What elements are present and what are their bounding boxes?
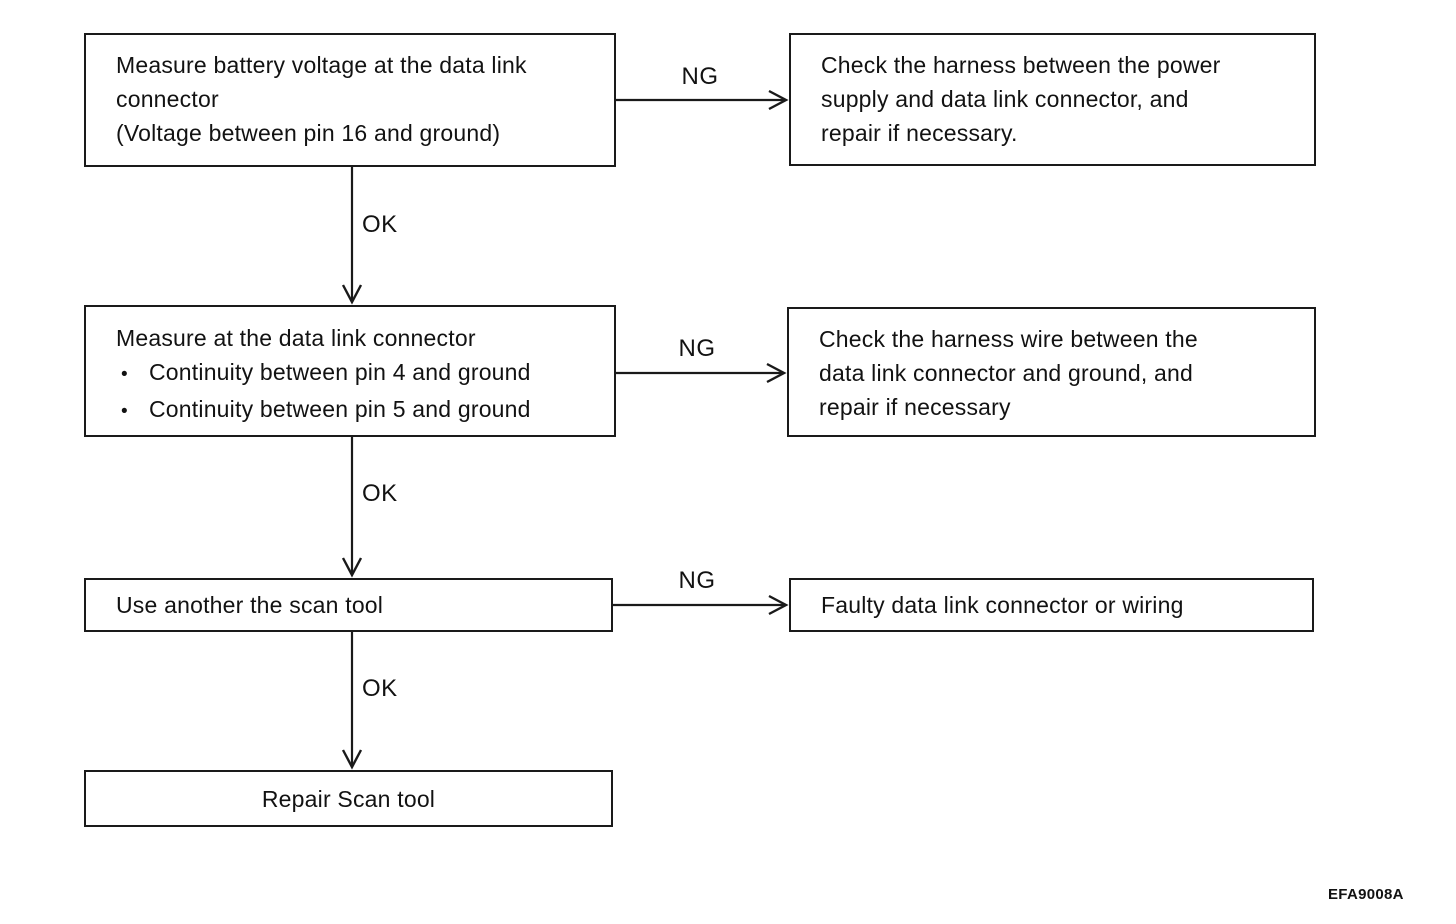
bullet-icon: • [121,364,128,385]
step-text-line: Repair Scan tool [261,785,436,812]
step-text-line: (Voltage between pin 16 and ground) [116,120,501,146]
result-text-line: Check the harness between the power [821,52,1221,78]
flow-step-repair-scan-tool: Repair Scan tool [84,770,613,827]
bullet-item: • Continuity between pin 4 and ground [116,355,596,392]
result-text-line: repair if necessary. [821,120,1018,146]
result-text-line: Check the harness wire between the [819,326,1198,352]
bullet-text: Continuity between pin 4 and ground [149,359,531,385]
step-text-line: Measure battery voltage at the data link [116,52,527,78]
result-text-line: repair if necessary [819,394,1011,420]
flow-step-measure-continuity: Measure at the data link connector • Cont… [84,305,616,437]
edge-label-ng-2: NG [678,335,716,362]
flow-result-check-harness-ground: Check the harness wire between the data … [787,307,1316,437]
bullet-text: Continuity between pin 5 and ground [149,396,531,422]
step-text-line: Use another the scan tool [116,592,384,618]
edge-label-ok-3: OK [362,675,398,702]
result-text-line: Faulty data link connector or wiring [821,592,1184,618]
result-text-line: supply and data link connector, and [821,86,1189,112]
edge-label-ng-3: NG [678,567,716,594]
flow-result-faulty-connector: Faulty data link connector or wiring [789,578,1314,632]
figure-code: EFA9008A [1328,886,1404,903]
edge-label-ok-2: OK [362,480,398,507]
flow-result-check-harness-power: Check the harness between the power supp… [789,33,1316,166]
edge-label-ok-1: OK [362,211,398,238]
step-text-line: connector [116,86,219,112]
bullet-item: • Continuity between pin 5 and ground [116,392,596,429]
flow-step-use-another-scan-tool: Use another the scan tool [84,578,613,632]
edge-label-ng-1: NG [681,63,719,90]
flow-step-measure-battery-voltage: Measure battery voltage at the data link… [84,33,616,167]
result-text-line: data link connector and ground, and [819,360,1193,386]
step-title: Measure at the data link connector [116,325,476,351]
bullet-icon: • [121,401,128,422]
